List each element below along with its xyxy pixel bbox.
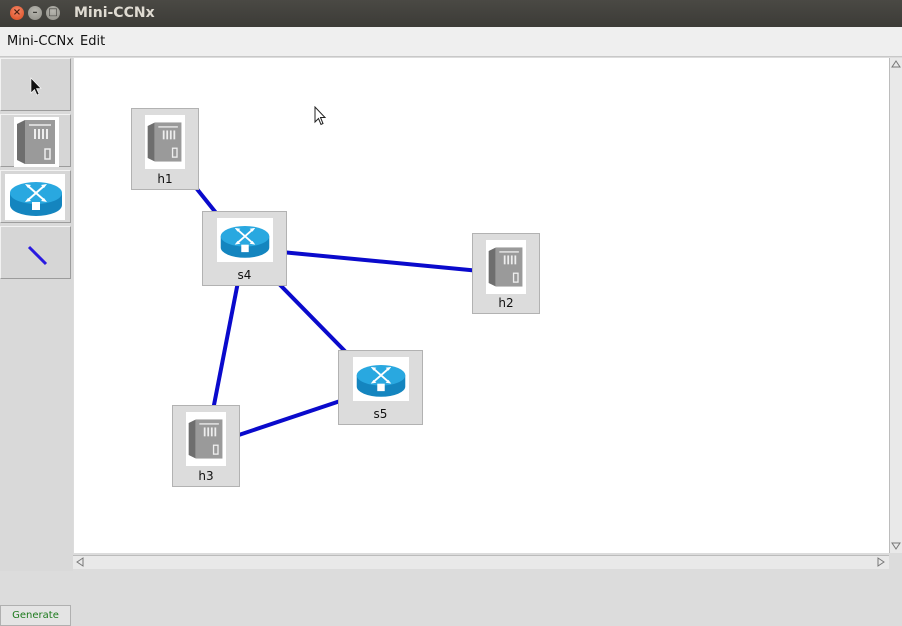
scroll-down-icon[interactable] — [890, 540, 902, 552]
node-label: h2 — [498, 296, 514, 310]
scroll-left-icon[interactable] — [74, 556, 86, 568]
node-label: s5 — [373, 407, 388, 421]
tool-palette: Generate — [0, 57, 73, 626]
host-icon — [14, 117, 59, 167]
router-icon — [216, 218, 273, 262]
pointer-icon — [30, 77, 42, 96]
maximize-window-button[interactable]: □ — [46, 6, 60, 20]
scroll-up-icon[interactable] — [890, 58, 902, 70]
node-label: h1 — [157, 172, 173, 186]
router-icon — [352, 357, 409, 401]
host-icon — [145, 115, 185, 169]
router-icon — [5, 174, 65, 220]
link-tool-button[interactable] — [0, 226, 71, 279]
node-s4[interactable]: s4 — [202, 211, 287, 286]
mouse-cursor-icon — [314, 106, 327, 126]
minimize-window-button[interactable]: – — [28, 6, 42, 20]
vertical-scrollbar[interactable] — [889, 58, 902, 553]
link-s4-h2[interactable] — [244, 246, 507, 276]
node-label: s4 — [237, 268, 252, 282]
scroll-right-icon[interactable] — [875, 556, 887, 568]
topology-canvas[interactable]: h1 s4 h2 s5 — [74, 58, 889, 553]
menu-edit[interactable]: Edit — [80, 34, 106, 49]
window-title: Mini-CCNx — [74, 5, 155, 21]
select-tool-button[interactable] — [0, 58, 71, 111]
node-h2[interactable]: h2 — [472, 233, 540, 314]
generate-button[interactable]: Generate — [0, 605, 71, 626]
horizontal-scrollbar[interactable] — [73, 555, 889, 569]
host-icon — [486, 240, 526, 294]
link-line-icon — [27, 245, 48, 266]
node-h3[interactable]: h3 — [172, 405, 240, 487]
title-bar: × – □ Mini-CCNx — [0, 0, 902, 27]
node-h1[interactable]: h1 — [131, 108, 199, 190]
node-label: h3 — [198, 469, 214, 483]
host-icon — [186, 412, 226, 466]
menu-bar: Mini-CCNx Edit — [0, 27, 902, 57]
router-tool-button[interactable] — [0, 170, 71, 223]
menu-mini-ccnx[interactable]: Mini-CCNx — [7, 34, 74, 49]
close-window-button[interactable]: × — [10, 6, 24, 20]
node-s5[interactable]: s5 — [338, 350, 423, 425]
host-tool-button[interactable] — [0, 114, 71, 167]
